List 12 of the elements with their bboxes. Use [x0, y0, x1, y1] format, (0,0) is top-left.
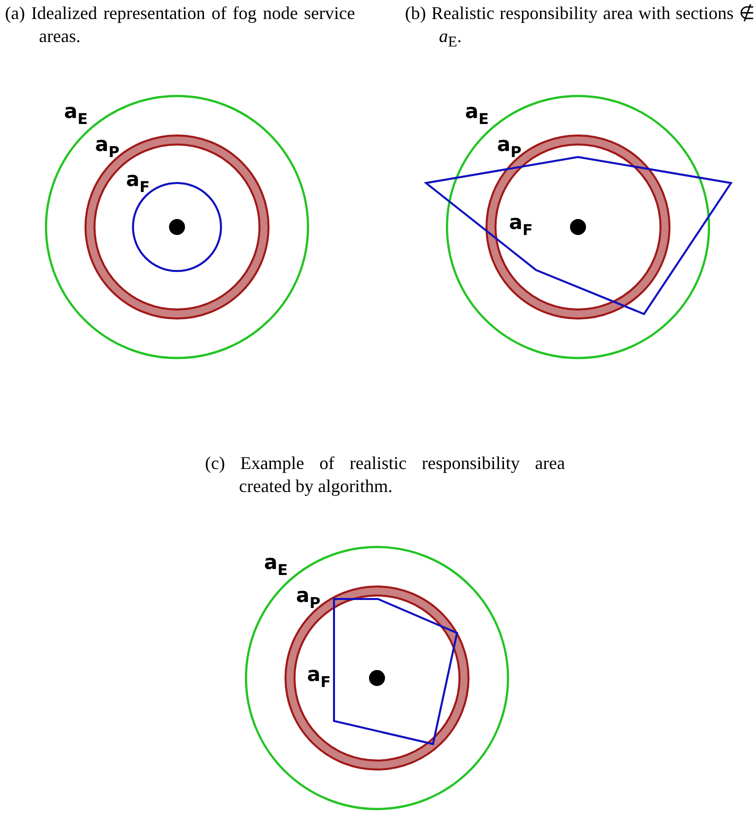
figure-caption: (b) Realistic responsibility area with sections ∉ a$_{E}$.: [405, 2, 755, 53]
area-label: a$_{F}$: [509, 211, 533, 241]
area-label: a$_{P}$: [95, 133, 120, 163]
area-label: a$_{F}$: [126, 168, 150, 198]
area-label: a$_{E}$: [264, 551, 288, 581]
area-label: a$_{E}$: [465, 100, 489, 130]
area-label: a$_{P}$: [296, 584, 320, 614]
area-label: a$_{P}$: [497, 133, 522, 163]
figure-caption: (a) Idealized representation of fog node service areas.: [5, 2, 355, 48]
area-label: a$_{E}$: [64, 100, 88, 130]
area-label: a$_{F}$: [307, 663, 331, 693]
figure-caption: (c) Example of realistic responsibility area created by algorithm.: [205, 452, 565, 498]
